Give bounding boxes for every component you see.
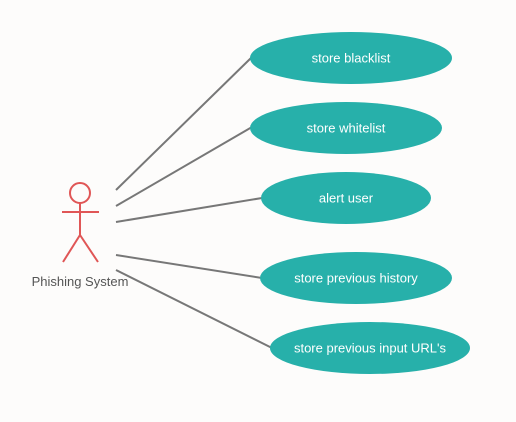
actor-head	[69, 182, 91, 204]
use-case-store-whitelist[interactable]: store whitelist	[250, 102, 442, 154]
use-case-ellipse	[270, 322, 470, 374]
association-lines	[115, 56, 273, 349]
use-case-alert-user[interactable]: alert user	[261, 172, 431, 224]
use-case-label: store previous input URL's	[294, 341, 447, 356]
use-case-label: store whitelist	[307, 121, 386, 136]
association-line-whitelist	[115, 126, 253, 207]
use-case-store-blacklist[interactable]: store blacklist	[250, 32, 452, 84]
actor-left-leg	[62, 234, 81, 263]
use-case-ellipse	[250, 32, 452, 84]
use-case-label: alert user	[319, 191, 374, 206]
use-case-ellipse	[260, 252, 452, 304]
use-case-ellipse	[250, 102, 442, 154]
association-line-blacklist	[115, 56, 253, 191]
use-case-store-previous-input-urls[interactable]: store previous input URL's	[270, 322, 470, 374]
actor-right-leg	[79, 234, 99, 263]
use-case-store-previous-history[interactable]: store previous history	[260, 252, 452, 304]
use-case-label: store blacklist	[312, 51, 391, 66]
association-line-input-urls	[115, 269, 273, 349]
actor-label: Phishing System	[32, 274, 129, 289]
actor-figure	[62, 182, 99, 263]
use-case-ellipse	[261, 172, 431, 224]
association-line-history	[115, 254, 263, 279]
use-case-label: store previous history	[294, 271, 418, 286]
association-line-alert	[115, 197, 263, 223]
